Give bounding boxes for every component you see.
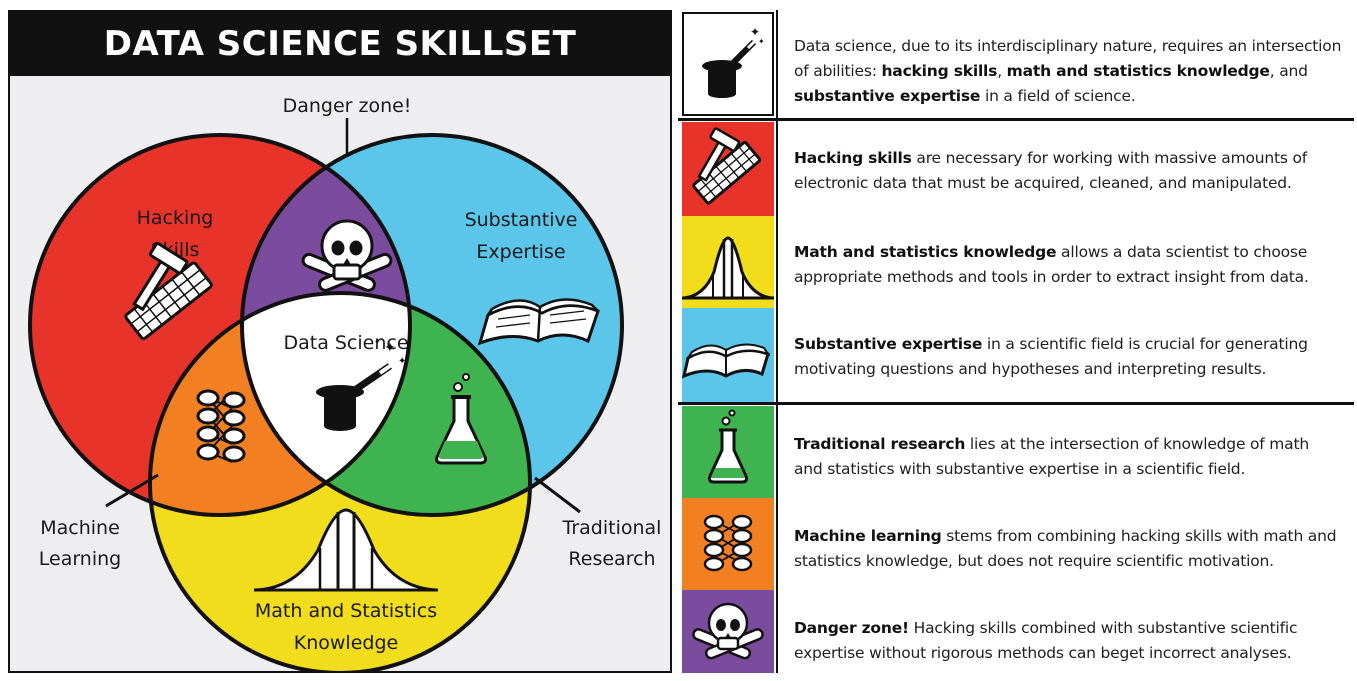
description-bold-text: Danger zone! [794, 619, 909, 637]
substantive-expertise-label-2: Expertise [476, 241, 565, 263]
venn-panel: DATA SCIENCE SKILLSET Danger zone! Hac [8, 10, 672, 673]
neural-network-icon [703, 514, 753, 572]
math-statistics-label: Math and Statistics [255, 600, 437, 622]
bell-curve-icon [254, 508, 438, 592]
diagram-title: DATA SCIENCE SKILLSET [103, 24, 577, 64]
substantive-expertise-label: Substantive [465, 209, 578, 231]
bell-curve-icon [682, 236, 774, 300]
substantive-expertise-description: Substantive expertise in a scientific fi… [794, 332, 1342, 382]
intro-description: Data science, due to its interdisciplina… [794, 34, 1342, 109]
description-text: in a field of science. [980, 87, 1136, 105]
svg-text:✦: ✦ [398, 356, 406, 367]
traditional-research-label: Traditional [562, 517, 662, 539]
description-text: Hacking skills combined with substantive… [794, 619, 1298, 662]
flask-icon [708, 409, 748, 484]
keyboard-hammer-icon [692, 127, 762, 205]
legend-icon-cell-intro: ✦ ✦ [682, 12, 774, 116]
description-text: lies at the intersection of knowledge of… [794, 435, 1309, 478]
flask-icon [435, 373, 487, 465]
hacking-skills-icon-cell [682, 122, 774, 216]
machine-learning-pointer [105, 473, 159, 508]
math-statistics-icon-cell [682, 216, 774, 308]
math-statistics-description: Math and statistics knowledge allows a d… [794, 240, 1342, 290]
description-bold-text: Math and statistics knowledge [794, 243, 1057, 261]
title-bar: DATA SCIENCE SKILLSET [10, 12, 670, 76]
danger-zone-label: Danger zone! [283, 95, 412, 117]
description-bold-text: Machine learning [794, 527, 942, 545]
legend-panel: ✦ ✦ Data science, due to its interdiscip… [678, 10, 1354, 673]
substantive-expertise-icon-cell [682, 308, 774, 402]
skull-crossbones-icon [301, 219, 393, 292]
description-text: stems from combining hacking skills with… [794, 527, 1337, 570]
description-bold-text: Hacking skills [794, 149, 912, 167]
description-text: allows a data scientist to choose approp… [794, 243, 1309, 286]
legend-separator [678, 118, 1354, 121]
math-statistics-label-2: Knowledge [294, 632, 398, 654]
machine-learning-label-2: Learning [39, 548, 122, 570]
description-bold-text: hacking skills [881, 62, 998, 80]
venn-diagram: Danger zone! Hacking Skills Substantive … [28, 95, 662, 671]
svg-text:✦: ✦ [384, 340, 396, 356]
machine-learning-label: Machine [40, 517, 120, 539]
open-book-icon [477, 298, 600, 346]
traditional-research-pointer [534, 476, 581, 514]
description-bold-text: substantive expertise [794, 87, 981, 105]
svg-text:✦: ✦ [750, 25, 760, 39]
traditional-research-description: Traditional research lies at the interse… [794, 432, 1342, 482]
description-text: , and [1269, 62, 1308, 80]
skull-crossbones-icon [692, 602, 764, 660]
description-bold-text: Substantive expertise [794, 335, 983, 353]
neural-network-icon [196, 389, 246, 463]
legend-divider [776, 10, 778, 673]
danger-zone-description: Danger zone! Hacking skills combined wit… [794, 616, 1342, 666]
description-bold-text: math and statistics knowledge [1006, 62, 1270, 80]
description-text: , [997, 62, 1007, 80]
machine-learning-description: Machine learning stems from combining ha… [794, 524, 1342, 574]
description-text: Data science, due to its interdisciplina… [794, 37, 1342, 80]
machine-learning-icon-cell [682, 498, 774, 590]
data-science-label: Data Science [283, 332, 408, 354]
traditional-research-label-2: Research [568, 548, 655, 570]
description-text: in a scientific field is crucial for gen… [794, 335, 1308, 378]
hacking-skills-label: Hacking [137, 207, 214, 229]
description-bold-text: Traditional research [794, 435, 966, 453]
traditional-research-icon-cell [682, 406, 774, 498]
danger-zone-icon-cell [682, 590, 774, 673]
hacking-skills-description: Hacking skills are necessary for working… [794, 146, 1342, 196]
svg-text:✦: ✦ [758, 37, 765, 46]
open-book-icon [682, 343, 771, 379]
legend-separator [678, 402, 1354, 405]
description-text: are necessary for working with massive a… [794, 149, 1308, 192]
magic-hat-icon: ✦ ✦ [702, 25, 765, 98]
magic-hat-icon: ✦ ✦ ✦ [316, 337, 406, 431]
keyboard-hammer-icon [124, 242, 213, 340]
svg-text:✦: ✦ [374, 337, 381, 346]
